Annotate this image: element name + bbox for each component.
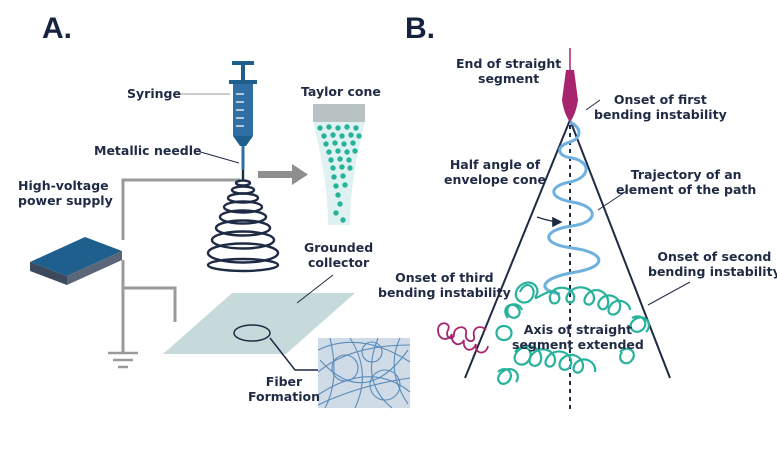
first-bending-spiral xyxy=(543,120,601,296)
needle-leader xyxy=(196,150,240,164)
power-supply-label: High-voltage power supply xyxy=(18,178,113,208)
fiber-leader xyxy=(269,337,318,371)
panel-a-letter: A. xyxy=(42,12,72,45)
ground-icon xyxy=(108,351,138,369)
syringe-label: Syringe xyxy=(127,86,181,101)
collector-plate xyxy=(163,293,355,354)
trajectory-label: Trajectory of an element of the path xyxy=(616,167,757,197)
straight-segment xyxy=(562,48,578,122)
fiber-spot xyxy=(233,324,271,342)
axis-label: Axis of straight segment extended xyxy=(512,322,644,352)
collector-leader xyxy=(296,274,334,304)
coil-jet xyxy=(206,170,280,273)
third-bending-loops xyxy=(437,322,489,354)
fiber-formation-label: Fiber Formation xyxy=(248,374,320,404)
panel-b-letter: B. xyxy=(405,12,435,45)
second-bending-loops xyxy=(495,281,650,385)
grounded-collector-label: Grounded collector xyxy=(304,240,374,270)
syringe-icon xyxy=(229,61,257,170)
end-straight-segment-label: End of straight segment xyxy=(456,56,562,86)
taylor-cone-label: Taylor cone xyxy=(301,84,381,99)
half-angle-arc xyxy=(536,216,563,228)
half-angle-label: Half angle of envelope cone xyxy=(444,157,547,187)
third-bending-label: Onset of third bending instability xyxy=(378,270,511,300)
fiber-mesh-image xyxy=(317,337,411,409)
second-bending-label: Onset of second bending instability xyxy=(648,249,777,279)
wires xyxy=(121,178,240,352)
power-supply xyxy=(30,237,122,285)
arrow-icon xyxy=(258,164,308,185)
taylor-cone xyxy=(313,104,365,225)
envelope-cone xyxy=(464,119,671,379)
panel-b-leaders xyxy=(585,99,691,306)
metallic-needle-label: Metallic needle xyxy=(94,143,202,158)
first-bending-label: Onset of first bending instability xyxy=(594,92,727,122)
